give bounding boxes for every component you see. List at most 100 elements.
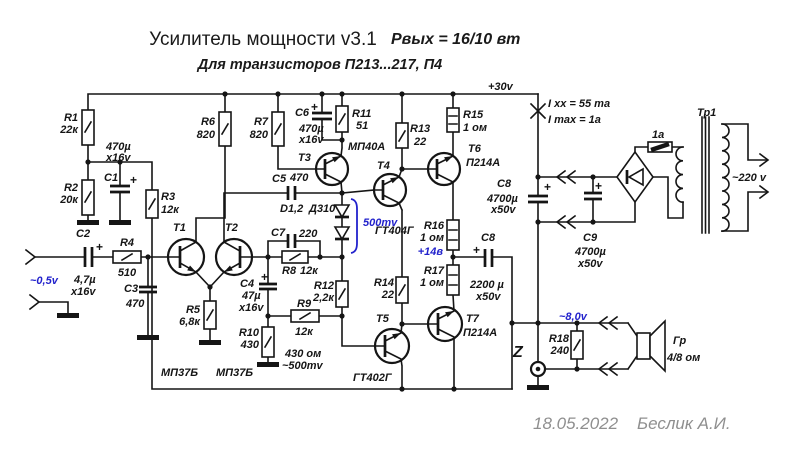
r2-value: 20к xyxy=(59,194,79,206)
r6-value: 820 xyxy=(197,129,216,141)
transistor-t3 xyxy=(314,151,350,187)
speaker-cone-icon xyxy=(649,319,666,373)
input-level-label: ~0,5v xyxy=(30,275,59,287)
r10-note2: ~500mv xyxy=(282,360,324,372)
t7-label: T7 xyxy=(466,313,480,325)
mid-voltage-label: +14в xyxy=(418,246,444,258)
c5-value: 470 xyxy=(289,172,309,184)
ground-symbols xyxy=(57,220,549,390)
mains-voltage-label: ~220 v xyxy=(732,172,767,184)
r8-label: R8 xyxy=(282,265,297,277)
r2-label: R2 xyxy=(64,182,78,194)
c8f-volt: x50v xyxy=(490,204,516,216)
capacitor-c9 xyxy=(584,191,602,201)
resistor-r7 xyxy=(271,111,285,147)
ground-symbol xyxy=(57,313,79,318)
c2-volt: x16v xyxy=(70,286,96,298)
c5-label: C5 xyxy=(272,173,287,185)
c4-label: C4 xyxy=(240,278,254,290)
resistor-r8 xyxy=(281,250,309,264)
psu-connector-arrow-icon xyxy=(555,169,577,230)
transformer-label: Тр1 xyxy=(697,107,716,119)
resistor-r18 xyxy=(570,330,584,360)
t4-label: T4 xyxy=(377,160,390,172)
resistor-r2 xyxy=(81,179,95,216)
c8f-value: 4700µ xyxy=(486,193,518,205)
diode-voltage-bracket xyxy=(350,198,358,254)
r10-label: R10 xyxy=(239,327,260,339)
r5-label: R5 xyxy=(186,304,201,316)
transformer-core xyxy=(701,116,710,234)
ground-symbol xyxy=(199,340,221,345)
capacitor-c6 xyxy=(312,111,332,121)
r10-value: 430 xyxy=(240,339,260,351)
c4-volt: x16v xyxy=(238,302,264,314)
t7-type: П214А xyxy=(463,327,497,339)
c3-label: C3 xyxy=(124,283,138,295)
wire-mid-section xyxy=(34,240,376,363)
c2-value: 4,7µ xyxy=(73,274,96,286)
max-current-label: I max = 1a xyxy=(548,114,601,126)
r10-note1: 430 ом xyxy=(284,348,321,360)
c6-volt: x16v xyxy=(298,134,324,146)
c4-value: 47µ xyxy=(241,290,261,302)
r9-value: 12к xyxy=(295,326,314,338)
diode-voltage-label: 500mv xyxy=(363,217,398,229)
author-label: Беслик А.И. xyxy=(637,414,731,433)
c9-volt: x50v xyxy=(577,258,603,270)
t6-label: T6 xyxy=(468,143,482,155)
ground-symbol xyxy=(109,220,131,225)
c8f-plus: + xyxy=(544,180,551,194)
r14-value: 22 xyxy=(381,289,394,301)
t1-label: T1 xyxy=(173,222,186,234)
d12-type: Д310 xyxy=(308,203,336,215)
capacitor-c1 xyxy=(110,184,130,194)
resistor-r5 xyxy=(203,300,217,330)
r18-label: R18 xyxy=(549,333,570,345)
capacitor-c2 xyxy=(83,247,94,267)
speaker-magnet xyxy=(636,332,651,360)
t1-type: МП37Б xyxy=(161,367,198,379)
r3-label: R3 xyxy=(161,191,175,203)
resistor-r9 xyxy=(290,309,320,323)
resistor-r17 xyxy=(446,264,460,296)
c6-label: C6 xyxy=(295,107,310,119)
r12-label: R12 xyxy=(314,280,334,292)
capacitor-c8-output xyxy=(483,249,494,267)
c8o-volt: x50v xyxy=(475,291,501,303)
page-title: Усилитель мощности v3.1 xyxy=(149,29,377,50)
r8-value: 12к xyxy=(300,265,319,277)
r6-label: R6 xyxy=(201,116,216,128)
transistor-t5 xyxy=(373,327,411,365)
transformer-primary-coil xyxy=(721,123,730,233)
r17-value: 1 ом xyxy=(420,277,444,289)
r7-value: 820 xyxy=(250,129,269,141)
c1-label: C1 xyxy=(104,172,118,184)
capacitors xyxy=(83,111,602,294)
speaker-value: 4/8 ом xyxy=(666,352,700,364)
power-supply xyxy=(529,123,730,378)
transistor-t2 xyxy=(214,237,254,277)
t4-type: ГТ404Г xyxy=(375,225,415,237)
c9-label: C9 xyxy=(583,232,598,244)
t3-label: T3 xyxy=(298,152,311,164)
output-power-label: Рвых = 16/10 вт xyxy=(391,31,520,48)
wire-psu-section xyxy=(511,93,767,386)
speaker-connector-arrow-icon xyxy=(597,315,619,377)
r13-label: R13 xyxy=(410,123,430,135)
c1-value: 470µ xyxy=(105,141,131,153)
fuse-element xyxy=(650,141,670,153)
component-labels: R1 22к 470µ x16v C1 + R2 20к R3 12к C2 +… xyxy=(30,81,767,384)
resistor-r15 xyxy=(446,107,460,133)
resistor-r3 xyxy=(145,189,159,219)
chassis-point-label: Z xyxy=(512,344,524,361)
fuse-break-x-icon xyxy=(529,102,547,120)
r3-value: 12к xyxy=(161,204,180,216)
transformer-secondary-coil xyxy=(675,146,684,204)
ground-symbol xyxy=(527,385,549,390)
r1-value: 22к xyxy=(59,124,79,136)
r17-label: R17 xyxy=(424,265,445,277)
ground-symbol xyxy=(257,362,279,367)
r11-value: 51 xyxy=(356,120,368,132)
c4-plus: + xyxy=(261,270,268,284)
